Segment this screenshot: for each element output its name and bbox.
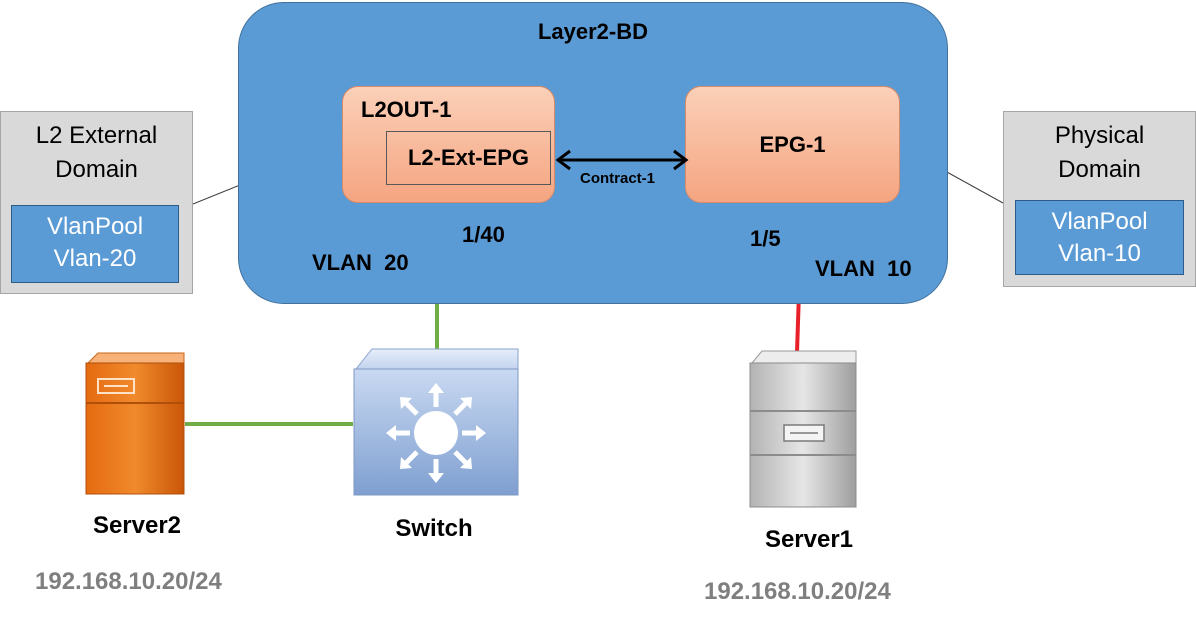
vlan20-label: VLAN 20 bbox=[312, 250, 409, 275]
vlan10-label: VLAN 10 bbox=[815, 256, 912, 281]
vlan-pool-20-line1: VlanPool bbox=[46, 213, 144, 240]
vlan-pool-10: VlanPool Vlan-10 bbox=[1015, 200, 1184, 275]
vlan-pool-10-line2: Vlan-10 bbox=[1058, 240, 1141, 267]
multilayer-switch-icon bbox=[353, 348, 519, 496]
l2-external-domain: L2 External Domain VlanPool Vlan-20 bbox=[0, 111, 193, 294]
switch-name: Switch bbox=[395, 515, 473, 542]
vlan-pool-20-line2: Vlan-20 bbox=[53, 245, 137, 272]
l2-ext-epg-box: L2-Ext-EPG bbox=[386, 131, 551, 185]
l2out-port-label: 1/40 bbox=[462, 222, 505, 247]
server2-name: Server2 bbox=[92, 512, 182, 539]
l2-external-domain-title-line1: L2 External bbox=[35, 122, 158, 149]
server1-ip: 192.168.10.20/24 bbox=[704, 578, 891, 605]
server1-name: Server1 bbox=[764, 526, 854, 553]
server-orange-icon bbox=[85, 352, 185, 495]
server-gray-icon bbox=[749, 350, 857, 508]
vlan-pool-10-line1: VlanPool bbox=[1051, 208, 1148, 235]
epg-port-label: 1/5 bbox=[750, 226, 781, 251]
l2out-box: L2OUT-1 L2-Ext-EPG bbox=[342, 86, 555, 203]
physical-domain-title-line2: Domain bbox=[1058, 156, 1141, 183]
physical-domain: Physical Domain VlanPool Vlan-10 bbox=[1003, 111, 1196, 287]
contract-arrow bbox=[555, 149, 689, 171]
physical-domain-title-line1: Physical bbox=[1054, 122, 1145, 149]
epg-box: EPG-1 bbox=[685, 86, 900, 203]
contract-label: Contract-1 bbox=[580, 170, 656, 187]
l2-external-domain-title-line2: Domain bbox=[55, 156, 138, 183]
server2-ip: 192.168.10.20/24 bbox=[35, 568, 222, 595]
l2out-title: L2OUT-1 bbox=[361, 97, 452, 122]
bridge-domain-title: Layer2-BD bbox=[537, 19, 649, 44]
vlan-pool-20: VlanPool Vlan-20 bbox=[11, 205, 179, 283]
